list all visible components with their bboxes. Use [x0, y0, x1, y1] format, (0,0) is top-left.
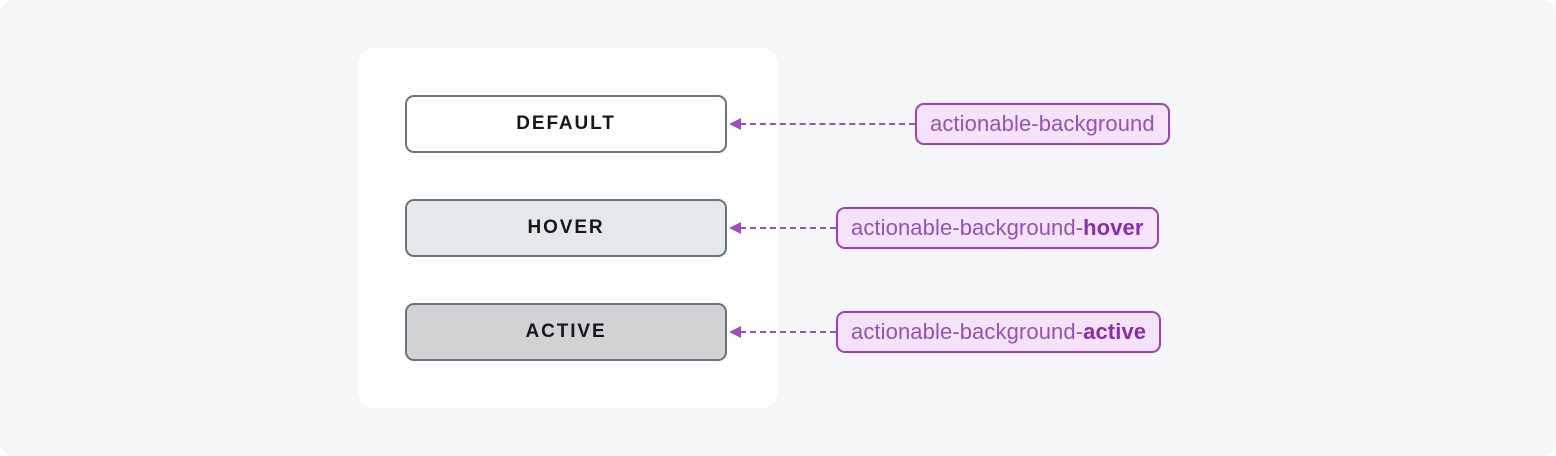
state-button-active[interactable]: ACTIVE	[405, 303, 727, 361]
connector-active	[729, 325, 836, 339]
arrow-left-icon	[729, 118, 741, 130]
arrow-left-icon	[729, 222, 741, 234]
token-base-text: actionable-background-	[851, 319, 1084, 344]
state-row-hover: HOVER actionable-background-hover	[0, 199, 1556, 257]
connector-default	[729, 117, 915, 131]
token-base-text: actionable-background-	[851, 215, 1084, 240]
token-suffix-text: hover	[1083, 215, 1144, 240]
arrow-left-icon	[729, 326, 741, 338]
token-suffix-text: active	[1083, 319, 1147, 344]
token-chip-active: actionable-background-active	[836, 311, 1162, 353]
token-chip-default: actionable-background	[915, 103, 1170, 145]
state-button-default[interactable]: DEFAULT	[405, 95, 727, 153]
dashed-line	[740, 227, 836, 229]
state-button-hover[interactable]: HOVER	[405, 199, 727, 257]
state-row-active: ACTIVE actionable-background-active	[0, 303, 1556, 361]
dashed-line	[740, 123, 915, 125]
connector-hover	[729, 221, 836, 235]
token-chip-hover: actionable-background-hover	[836, 207, 1159, 249]
dashed-line	[740, 331, 836, 333]
state-row-default: DEFAULT actionable-background	[0, 95, 1556, 153]
token-base-text: actionable-background	[930, 111, 1155, 136]
